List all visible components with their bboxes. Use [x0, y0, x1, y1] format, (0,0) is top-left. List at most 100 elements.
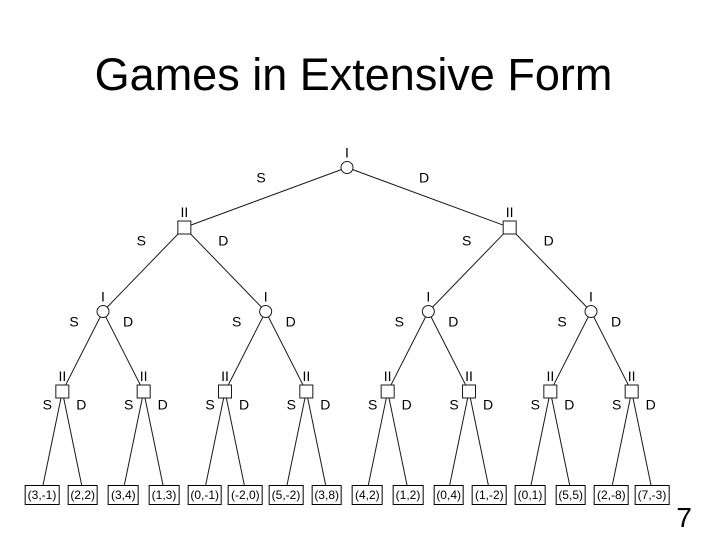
node-player-label: I	[101, 289, 105, 305]
edge-line	[468, 391, 490, 491]
edge-label-s: S	[137, 233, 146, 249]
payoff-box: (2,2)	[67, 485, 98, 505]
edge-label-d: D	[419, 170, 429, 186]
edge-label-d: D	[76, 397, 86, 413]
edge-line	[387, 391, 409, 491]
payoff-box: (0,1)	[514, 485, 546, 505]
edge-label-d: D	[448, 314, 458, 330]
edge-label-s: S	[462, 233, 471, 249]
player-I-node	[259, 305, 273, 318]
edge-label-s: S	[557, 314, 566, 330]
payoff-box: (5,-2)	[268, 485, 304, 505]
payoff-box: (1,3)	[148, 485, 180, 505]
edge-line	[549, 391, 572, 491]
edge-line	[41, 391, 63, 491]
node-player-label: I	[426, 289, 430, 305]
player-II-node	[218, 384, 232, 399]
edge-line	[427, 227, 511, 312]
node-player-label: I	[589, 289, 593, 305]
edge-label-d: D	[564, 397, 574, 413]
edge-line	[265, 311, 307, 392]
edge-label-d: D	[239, 397, 249, 413]
player-I-node	[584, 305, 598, 318]
player-II-node	[380, 384, 395, 399]
edge-label-d: D	[402, 397, 412, 413]
edge-label-s: S	[124, 397, 133, 413]
edge-label-s: S	[449, 397, 458, 413]
edge-label-s: S	[43, 397, 52, 413]
edge-line	[224, 391, 246, 491]
player-II-node	[462, 384, 476, 399]
payoff-box: (3,-1)	[24, 485, 60, 505]
player-II-node	[624, 384, 639, 399]
edge-line	[427, 311, 470, 392]
edge-line	[102, 227, 185, 312]
edge-label-d: D	[544, 233, 554, 249]
edge-line	[610, 391, 633, 491]
node-player-label: II	[221, 368, 229, 384]
payoff-box: (1,2)	[392, 485, 424, 505]
player-I-node	[96, 305, 110, 318]
node-player-label: II	[302, 368, 310, 384]
edge-line	[204, 391, 226, 491]
player-II-node	[543, 384, 558, 399]
edge-label-s: S	[232, 314, 241, 330]
edge-line	[102, 311, 145, 392]
edge-label-s: S	[368, 397, 377, 413]
edge-line	[448, 391, 470, 491]
node-player-label: I	[345, 145, 349, 161]
edge-line	[143, 391, 165, 491]
edge-label-d: D	[286, 314, 296, 330]
edge-line	[184, 167, 348, 228]
node-player-label: II	[628, 368, 636, 384]
edge-line	[224, 311, 267, 392]
node-player-label: II	[546, 368, 554, 384]
edge-label-s: S	[205, 397, 214, 413]
edge-line	[183, 227, 267, 312]
edge-line	[366, 391, 389, 491]
edge-line	[509, 227, 592, 312]
edge-label-d: D	[483, 397, 493, 413]
edge-label-s: S	[612, 397, 621, 413]
edge-line	[549, 311, 592, 392]
payoff-box: (3,8)	[311, 485, 342, 505]
edge-line	[61, 311, 104, 392]
node-player-label: II	[506, 204, 514, 220]
edge-line	[387, 311, 429, 392]
page-number: 7	[676, 502, 692, 533]
player-II-node	[502, 220, 517, 235]
edge-label-s: S	[69, 314, 78, 330]
node-player-label: II	[180, 204, 188, 220]
edge-line	[122, 391, 145, 491]
edge-line	[285, 391, 307, 491]
payoff-box: (5,5)	[555, 485, 586, 505]
edge-label-d: D	[123, 314, 133, 330]
edge-label-d: D	[611, 314, 621, 330]
node-player-label: I	[264, 289, 268, 305]
edge-label-s: S	[531, 397, 540, 413]
player-II-node	[55, 384, 70, 399]
edge-line	[590, 311, 633, 392]
edge-label-d: D	[158, 397, 168, 413]
edge-label-d: D	[646, 397, 656, 413]
payoff-box: (0,-1)	[187, 485, 222, 505]
edge-label-s: S	[395, 314, 404, 330]
slide-title: Games in Extensive Form	[94, 49, 613, 100]
payoff-box: (7,-3)	[634, 485, 670, 505]
payoff-box: (0,4)	[433, 485, 464, 505]
node-player-label: II	[140, 368, 148, 384]
edge-label-s: S	[287, 397, 296, 413]
edge-line	[631, 391, 653, 491]
edge-line	[529, 391, 551, 491]
edge-line	[346, 167, 510, 228]
edge-line	[61, 391, 84, 491]
payoff-box: (1,-2)	[471, 485, 507, 505]
payoff-box: (-2,0)	[227, 485, 263, 505]
node-player-label: II	[384, 368, 392, 384]
payoff-box: (2,-8)	[593, 485, 629, 505]
edge-label-d: D	[320, 397, 330, 413]
node-player-label: II	[58, 368, 66, 384]
player-I-node	[421, 305, 435, 318]
edge-label-d: D	[218, 233, 228, 249]
